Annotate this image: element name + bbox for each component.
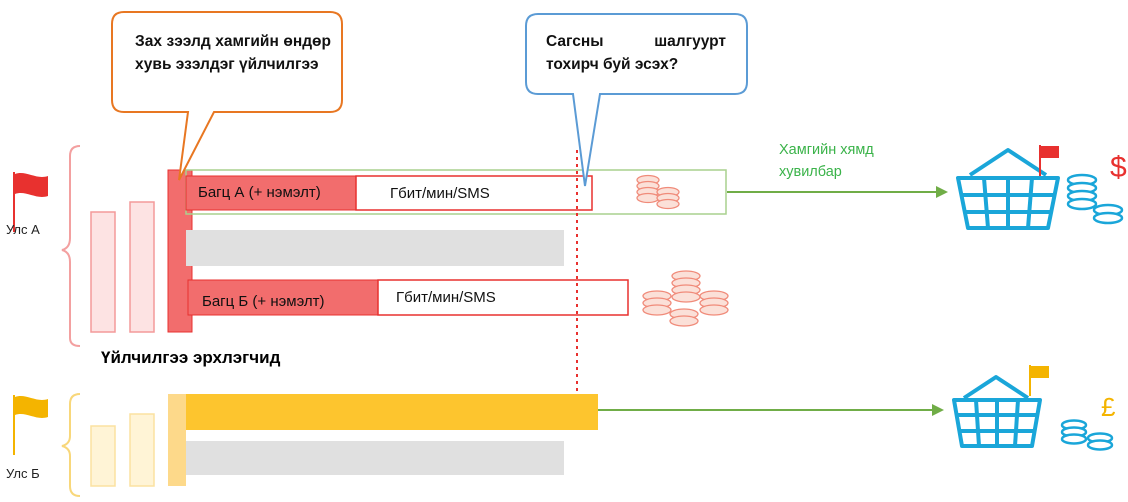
package-a-allowance: Гбит/мин/SMS	[390, 185, 490, 202]
country-b-money-coins-icon	[1060, 419, 1114, 451]
country-b-brace	[61, 393, 81, 497]
callout-max-share-text: Зах зээлд хамгийн өндөр хувь эзэлдэг үйл…	[135, 33, 331, 73]
package-b-coins-icon	[642, 270, 729, 327]
callout-max-share-bubble	[111, 11, 343, 181]
country-a-label: Улс А	[6, 222, 40, 237]
country-a-operator-bar-1	[90, 211, 116, 333]
package-a-coins-icon	[636, 174, 680, 210]
country-a-money-coins-icon	[1066, 173, 1124, 225]
basket-b-flag-icon	[1029, 365, 1049, 396]
package-b-allowance-cell	[377, 279, 629, 316]
country-b-grey-bar	[186, 441, 564, 475]
package-a-allowance-cell	[355, 175, 593, 211]
callout-basket-criteria-text: Сагсны шалгуурт тохирч буй эсэх?	[546, 33, 726, 73]
basket-a-flag-icon	[1039, 145, 1059, 176]
pound-currency-symbol: £	[1101, 392, 1116, 422]
cheapest-option-label: Хамгийн хямд хувилбар	[779, 142, 874, 180]
operators-label: Үйлчилгээ эрхлэгчид	[101, 348, 281, 367]
country-a-brace	[61, 145, 81, 347]
package-b-allowance: Гбит/мин/SMS	[396, 289, 496, 306]
country-b-operator-bar-1	[90, 425, 116, 487]
package-a-name: Багц А (+ нэмэлт)	[198, 184, 321, 201]
country-a-grey-bar	[186, 230, 564, 266]
country-a-operator-bar-2	[129, 201, 155, 333]
country-a-flag-icon	[13, 172, 48, 232]
country-b-operator-bar-3	[168, 394, 186, 486]
country-a-basket-icon	[956, 148, 1060, 230]
country-b-flag-icon	[13, 395, 48, 455]
country-b-basket-icon	[952, 375, 1042, 448]
dollar-currency-symbol: $	[1110, 151, 1127, 184]
callout-basket-criteria-bubble	[525, 13, 748, 187]
country-b-label: Улс Б	[6, 466, 40, 481]
country-b-package-bar	[186, 394, 598, 430]
country-b-operator-bar-2	[129, 413, 155, 487]
package-b-name: Багц Б (+ нэмэлт)	[202, 293, 325, 310]
package-b-name-cell	[187, 279, 379, 316]
